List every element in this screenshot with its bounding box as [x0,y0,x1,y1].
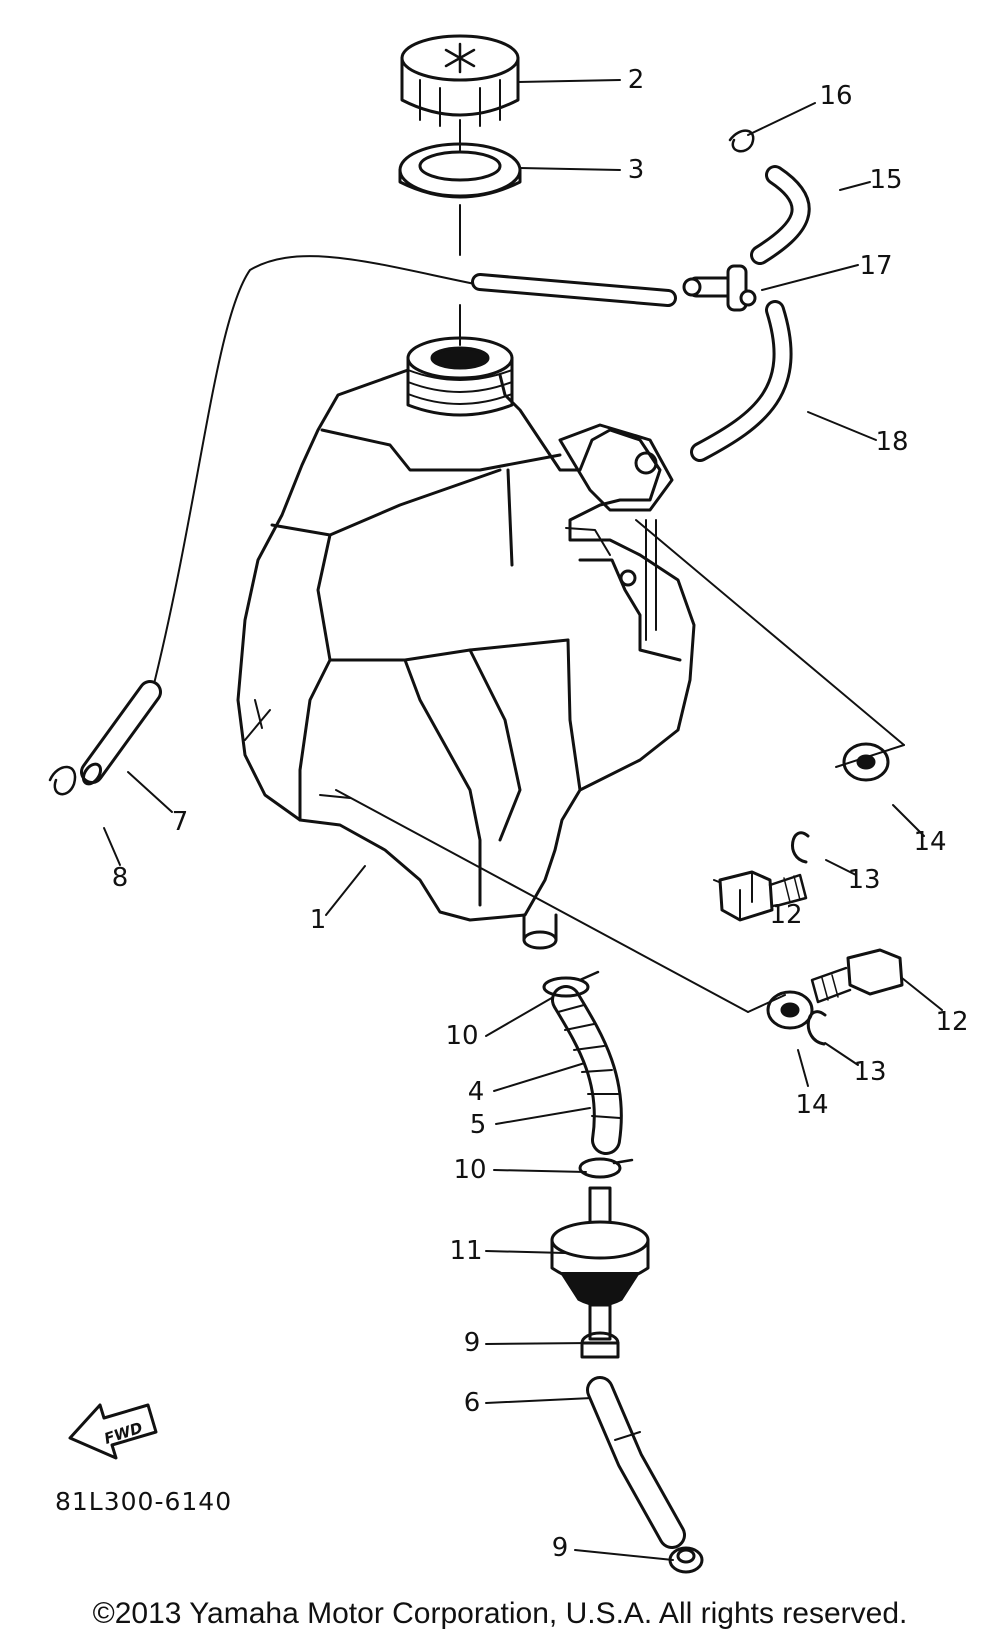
callout-9-upper: 9 [463,1328,481,1358]
callout-4: 4 [467,1077,485,1107]
callout-11: 11 [449,1236,483,1266]
mount-hardware [718,742,904,1046]
callout-16: 16 [819,81,853,111]
callout-10-lower: 10 [453,1155,487,1185]
callout-13-lower: 13 [853,1057,887,1087]
fuel-tank [236,336,696,950]
callout-10-upper: 10 [445,1021,479,1051]
callout-1: 1 [309,905,327,935]
callout-14-lower: 14 [795,1090,829,1120]
callout-12-right: 12 [935,1007,969,1037]
callout-17: 17 [859,251,893,281]
drawing-code: 81L300-6140 [55,1487,233,1516]
breather-hoses [471,129,811,462]
callout-15: 15 [869,165,903,195]
fuel-cap [400,34,520,127]
fuel-filter [550,1186,650,1341]
callout-6: 6 [463,1388,481,1418]
callout-12-left: 12 [769,900,803,930]
callout-3: 3 [627,155,645,185]
callout-14-upper: 14 [913,827,947,857]
fuel-hose-lower [580,1331,704,1574]
callout-7: 7 [171,807,189,837]
callout-18: 18 [875,427,909,457]
callout-2: 2 [627,65,645,95]
callout-13-upper: 13 [847,865,881,895]
forward-arrow-icon: FWD [68,1403,158,1460]
fuel-hose-upper [542,970,634,1179]
leader-lines [103,79,943,1561]
overflow-hose [48,680,162,796]
copyright-notice: ©2013 Yamaha Motor Corporation, U.S.A. A… [92,1597,908,1630]
callout-8: 8 [111,863,129,893]
cap-gasket [398,142,522,199]
callout-5: 5 [469,1110,487,1140]
callout-9-lower: 9 [551,1533,569,1563]
